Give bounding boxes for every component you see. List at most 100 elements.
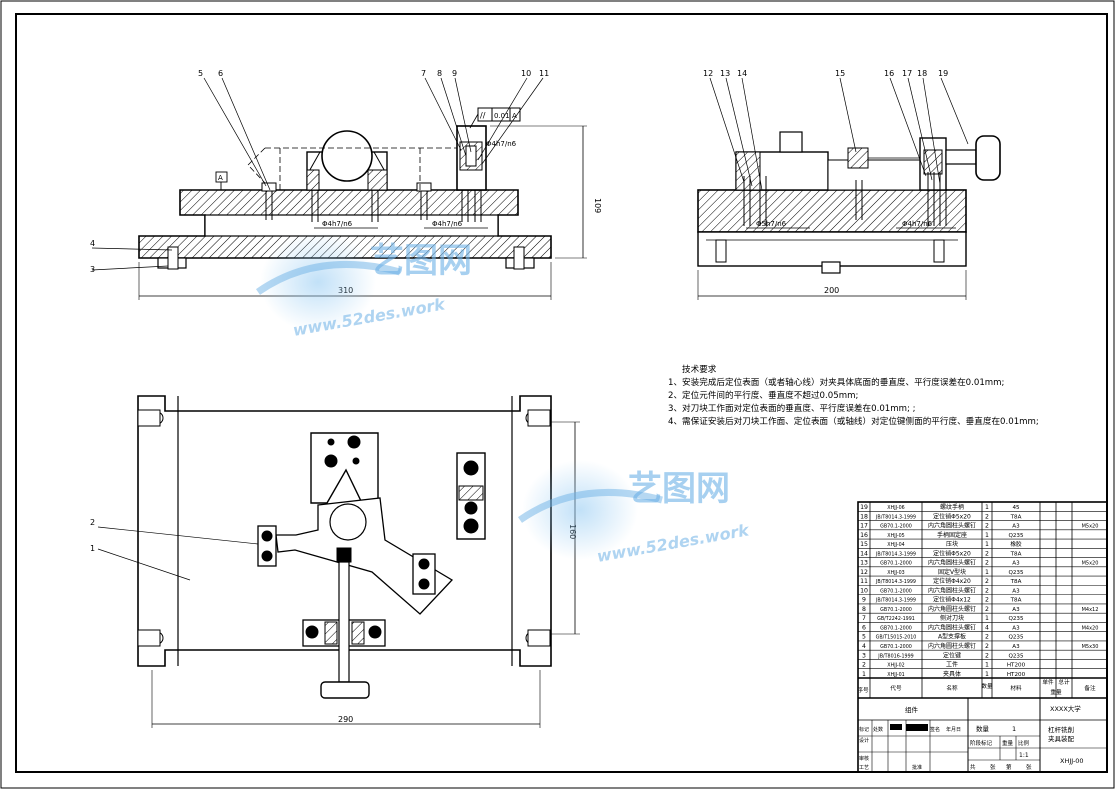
- bom-cell-code: XHJJ-02: [887, 663, 904, 669]
- bom-cell-qty: 2: [985, 513, 989, 520]
- bom-cell-mat: Q235: [1008, 533, 1024, 539]
- requirement-3: 3、对刀块工作面对定位表面的垂直度、平行度误差在0.01mm; ;: [668, 404, 916, 414]
- bom-cell-no: 3: [862, 652, 866, 659]
- bom-cell-no: 19: [860, 504, 868, 511]
- tb-qty-label: 数量: [976, 724, 990, 733]
- bom-cell-name: 内六角圆柱头螺钉: [928, 522, 976, 530]
- bom-cell-code: GB/T15015-2010: [876, 635, 917, 641]
- bom-cell-name: 定位销Φ5x20: [933, 512, 971, 520]
- bom-cell-mat: 橡胶: [1010, 540, 1022, 548]
- balloon-19: 19: [938, 69, 948, 78]
- bom-header-weight: 重量: [1050, 688, 1062, 696]
- bom-cell-no: 11: [860, 578, 868, 585]
- bom-cell-no: 13: [860, 560, 868, 567]
- fit-side-2: Φ4h7/n6: [902, 220, 933, 228]
- balloon-2: 2: [90, 518, 95, 527]
- tolerance-symbol: //: [480, 111, 486, 120]
- bom-cell-code: XHJJ-05: [887, 533, 904, 539]
- bom-cell-code: JB/T8014.3-1999: [875, 579, 916, 585]
- bom-cell-note: M4x20: [1082, 625, 1099, 631]
- requirement-2: 2、定位元件间的平行度、垂直度不超过0.05mm;: [668, 391, 859, 401]
- bom-cell-mat: A3: [1012, 561, 1020, 567]
- bom-cell-no: 9: [862, 597, 866, 604]
- bom-cell-name: 工件: [946, 661, 958, 669]
- bom-cell-note: M5x20: [1082, 524, 1099, 530]
- bom-cell-name: 内六角圆柱头螺钉: [928, 642, 976, 650]
- tb-design-label: 设计: [859, 737, 869, 744]
- bom-cell-qty: 2: [985, 643, 989, 650]
- bom-header-name: 名称: [946, 684, 958, 692]
- bom-cell-name: 内六角圆柱头螺钉: [928, 605, 976, 613]
- tb-rev-date: 年月日: [946, 726, 961, 733]
- tb-weight-label: 重量: [1002, 739, 1014, 747]
- bom-cell-no: 10: [860, 587, 868, 594]
- tb-rev-label: 标记: [859, 726, 869, 733]
- tb-assembly: 组件: [905, 705, 919, 714]
- bom-cell-qty: 4: [985, 624, 989, 631]
- tolerance-datum: A: [512, 112, 517, 120]
- bom-cell-qty: 1: [985, 615, 989, 622]
- tb-scale-label: 比例: [1018, 739, 1030, 747]
- balloon-16: 16: [884, 69, 894, 78]
- bom-cell-no: 12: [860, 569, 868, 576]
- bom-cell-code: GB/T2242-1991: [877, 616, 915, 622]
- bom-cell-name: A型支撑板: [938, 633, 966, 641]
- bom-cell-mat: A3: [1012, 524, 1020, 530]
- bom-cell-qty: 2: [985, 523, 989, 530]
- bom-cell-code: XHJJ-04: [887, 542, 904, 548]
- balloon-13: 13: [720, 69, 730, 78]
- bom-cell-mat: A3: [1012, 644, 1020, 650]
- bom-cell-mat: T8A: [1010, 551, 1022, 557]
- bom-cell-note: M5x20: [1082, 561, 1099, 567]
- bom-cell-name: 定位销Φ5x20: [933, 549, 971, 557]
- bom-cell-qty: 1: [985, 532, 989, 539]
- bom-cell-mat: Q235: [1008, 635, 1024, 641]
- bom-header-unit: 单件: [1042, 678, 1054, 686]
- watermark-brand-mid: 艺图网: [628, 469, 730, 509]
- bom-cell-no: 15: [860, 541, 868, 548]
- bom-cell-note: M5x30: [1082, 644, 1099, 650]
- bom-cell-mat: Q235: [1008, 570, 1024, 576]
- bom-cell-no: 7: [862, 615, 866, 622]
- title-block: [858, 698, 1107, 772]
- tb-school: XXXX大学: [1050, 704, 1081, 713]
- bom-cell-mat: T8A: [1010, 514, 1022, 520]
- bom-cell-mat: T8A: [1010, 579, 1022, 585]
- bom-cell-mat: A3: [1012, 607, 1020, 613]
- bom-cell-no: 5: [862, 634, 866, 641]
- bom-cell-mat: 45: [1012, 505, 1020, 511]
- bom-cell-qty: 1: [985, 662, 989, 669]
- bom-header-mat: 材料: [1010, 684, 1022, 692]
- bom-cell-name: 压块: [946, 540, 958, 548]
- requirement-4: 4、需保证安装后对刀块工作面、定位表面（或轴线）对定位键侧面的平行度、垂直度在0…: [668, 417, 1039, 427]
- tb-approve-label: 批准: [912, 764, 922, 771]
- bom-cell-code: JB/T8016-1999: [877, 653, 913, 659]
- requirements-heading: 技术要求: [682, 365, 717, 375]
- plan-view: [97, 395, 580, 728]
- fit-front-2: Φ4h7/n6: [322, 220, 353, 228]
- tb-stage-label: 阶段标记: [970, 739, 993, 747]
- bom-cell-mat: HT200: [1007, 672, 1026, 678]
- bom-cell-no: 8: [862, 606, 866, 613]
- balloon-6: 6: [218, 69, 223, 78]
- bom-cell-no: 17: [860, 523, 868, 530]
- bom-cell-code: GB70.1-2000: [880, 588, 912, 594]
- technical-requirements: 技术要求 1、安装完成后定位表面（或者轴心线）对夹具体底面的垂直度、平行度误差在…: [668, 364, 1108, 429]
- balloon-17: 17: [902, 69, 912, 78]
- fit-front-3: Φ4h7/n6: [432, 220, 463, 228]
- requirement-1: 1、安装完成后定位表面（或者轴心线）对夹具体底面的垂直度、平行度误差在0.01m…: [668, 378, 1005, 388]
- balloon-18: 18: [917, 69, 927, 78]
- bom-cell-qty: 2: [985, 652, 989, 659]
- tb-sheet-total: 共: [970, 763, 976, 771]
- bom-cell-code: JB/T8014.3-1999: [875, 514, 916, 520]
- bom-cell-code: JB/T8014.3-1999: [875, 551, 916, 557]
- bom-cell-name: 内六角圆柱头螺钉: [928, 623, 976, 631]
- bom-cell-code: GB70.1-2000: [880, 524, 912, 530]
- bom-cell-qty: 1: [985, 504, 989, 511]
- bom-cell-qty: 2: [985, 587, 989, 594]
- bom-cell-qty: 1: [985, 671, 989, 678]
- balloon-1: 1: [90, 544, 95, 553]
- bom-cell-mat: Q235: [1008, 653, 1024, 659]
- bom-cell-qty: 2: [985, 597, 989, 604]
